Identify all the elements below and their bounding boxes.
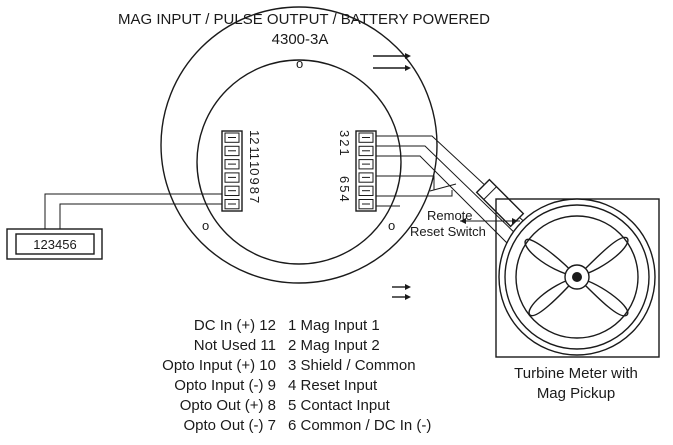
remote-switch-label-line2: Reset Switch [410, 224, 486, 239]
terminal-6: 6 [337, 176, 352, 183]
flow-arrow-upper [373, 53, 411, 71]
legend-right-item: 4 Reset Input [288, 377, 378, 394]
legend-left-item: Opto Out (-) 7 [183, 417, 276, 434]
right-terminal-numbers-bottom: 6 5 4 [337, 176, 352, 202]
remote-switch-label-line1: Remote [427, 208, 473, 223]
remote-reset-switch [376, 175, 520, 224]
right-terminal-cell-5 [358, 185, 374, 196]
left-terminal-cell-10 [224, 159, 240, 170]
meter-label-line1: Turbine Meter with [514, 365, 638, 382]
legend-right-item: 3 Shield / Common [288, 357, 416, 374]
terminal-2: 2 [337, 139, 352, 146]
diagram-title: MAG INPUT / PULSE OUTPUT / BATTERY POWER… [118, 11, 490, 28]
right-terminal-block [355, 130, 377, 212]
left-terminal-cell-8 [224, 185, 240, 196]
legend-left-item: DC In (+) 12 [194, 317, 276, 334]
terminal-4: 4 [337, 194, 352, 201]
terminal-12: 12 [247, 130, 262, 144]
flow-arrow-lower [392, 284, 411, 300]
legend-right-item: 6 Common / DC In (-) [288, 417, 431, 434]
legend-right-item: 5 Contact Input [288, 397, 391, 414]
right-terminal-cell-6 [358, 172, 374, 183]
legend-left-item: Opto Input (-) 9 [174, 377, 276, 394]
left-terminal-cell-9 [224, 172, 240, 183]
right-terminal-cell-3 [358, 132, 374, 143]
right-terminal-cell-2 [358, 145, 374, 157]
legend-left: DC In (+) 12 Not Used 11 Opto Input (+) … [162, 317, 276, 434]
switch-lever [429, 183, 457, 192]
remote-display: 123456 [6, 228, 103, 260]
display-value: 123456 [33, 237, 76, 252]
cable-sheath [475, 178, 525, 228]
turbine-rotor-icon [524, 236, 629, 317]
left-terminal-numbers: 12 11 10 9 8 7 [247, 130, 262, 203]
display-screen [15, 233, 95, 255]
terminal-1: 1 [337, 148, 352, 155]
meter-body-ring [504, 204, 650, 350]
legend-left-item: Opto Out (+) 8 [180, 397, 276, 414]
mounting-hole-top: o [296, 56, 303, 71]
turbine-meter [495, 198, 660, 358]
terminal-5: 5 [337, 185, 352, 192]
mounting-hole-right: o [388, 218, 395, 233]
terminal-11: 11 [247, 146, 262, 159]
left-terminal-cell-11 [224, 145, 240, 157]
enclosure-inner-ring [196, 59, 402, 265]
terminal-3: 3 [337, 130, 352, 137]
enclosure-outer-ring [160, 6, 438, 284]
right-terminal-cell-4 [358, 199, 374, 210]
right-terminal-cell-1 [358, 159, 374, 170]
display-outer-frame [6, 228, 103, 260]
terminal-8: 8 [247, 187, 262, 194]
terminal-7: 7 [247, 196, 262, 203]
legend-right: 1 Mag Input 1 2 Mag Input 2 3 Shield / C… [288, 317, 431, 434]
meter-label-line2: Mag Pickup [537, 385, 615, 402]
left-terminal-cell-7 [224, 199, 240, 210]
model-number: 4300-3A [272, 31, 329, 48]
legend-left-item: Opto Input (+) 10 [162, 357, 276, 374]
terminal-9: 9 [247, 177, 262, 184]
pickup-cable [376, 135, 533, 247]
left-terminal-cell-12 [224, 132, 240, 143]
mounting-hole-left: o [202, 218, 209, 233]
display-wires [44, 193, 222, 229]
terminal-10: 10 [247, 161, 262, 175]
right-terminal-numbers-top: 3 2 1 [337, 130, 352, 156]
legend-left-item: Not Used 11 [194, 337, 276, 354]
legend-right-item: 2 Mag Input 2 [288, 337, 380, 354]
legend-right-item: 1 Mag Input 1 [288, 317, 380, 334]
left-terminal-block [221, 130, 243, 212]
meter-body-inner [515, 215, 639, 339]
